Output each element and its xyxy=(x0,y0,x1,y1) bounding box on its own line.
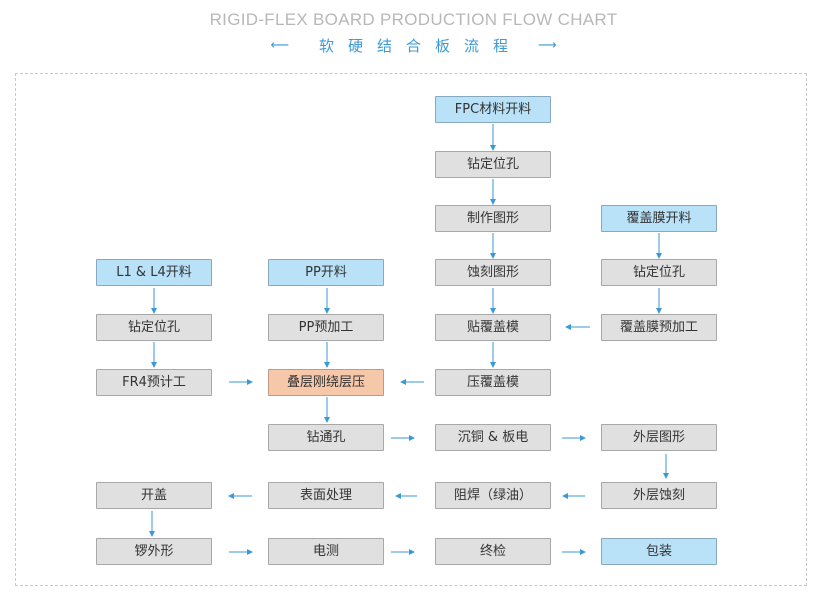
node-electrical-test: 电测 xyxy=(268,538,384,565)
node-open-cover: 开盖 xyxy=(96,482,212,509)
node-fpc-material-cut: FPC材料开料 xyxy=(435,96,551,123)
node-fr4-preprocess: FR4预计工 xyxy=(96,369,212,396)
node-fpc-drill-locating-holes: 钻定位孔 xyxy=(435,151,551,178)
node-pth-panel-plating: 沉铜 & 板电 xyxy=(435,424,551,451)
node-outer-pattern: 外层图形 xyxy=(601,424,717,451)
node-surface-finish: 表面处理 xyxy=(268,482,384,509)
node-solder-mask: 阻焊（绿油） xyxy=(435,482,551,509)
node-packaging: 包装 xyxy=(601,538,717,565)
node-drill-through-holes: 钻通孔 xyxy=(268,424,384,451)
node-fpc-etch-pattern: 蚀刻图形 xyxy=(435,259,551,286)
node-routing: 锣外形 xyxy=(96,538,212,565)
node-fpc-make-pattern: 制作图形 xyxy=(435,205,551,232)
node-coverlay-cut: 覆盖膜开料 xyxy=(601,205,717,232)
node-l1-l4-drill-locating-holes: 钻定位孔 xyxy=(96,314,212,341)
node-pp-preprocess: PP预加工 xyxy=(268,314,384,341)
flowchart-frame xyxy=(15,73,807,586)
node-fpc-attach-coverlay: 贴覆盖模 xyxy=(435,314,551,341)
title-chinese: 软硬结合板流程 xyxy=(318,36,522,55)
node-stack-lamination: 叠层刚绕层压 xyxy=(268,369,384,396)
title-english: RIGID-FLEX BOARD PRODUCTION FLOW CHART xyxy=(209,10,618,29)
left-arrow-icon: ⟵ xyxy=(270,37,289,53)
node-l1-l4-cut: L1 & L4开料 xyxy=(96,259,212,286)
right-arrow-icon: ⟶ xyxy=(538,37,557,53)
node-fpc-press-coverlay: 压覆盖模 xyxy=(435,369,551,396)
title-chinese-row: ⟵ 软硬结合板流程 ⟶ xyxy=(0,34,827,56)
node-final-inspection: 终检 xyxy=(435,538,551,565)
node-pp-cut: PP开料 xyxy=(268,259,384,286)
node-coverlay-drill-locating-holes: 钻定位孔 xyxy=(601,259,717,286)
node-coverlay-preprocess: 覆盖膜预加工 xyxy=(601,314,717,341)
node-outer-etch: 外层蚀刻 xyxy=(601,482,717,509)
